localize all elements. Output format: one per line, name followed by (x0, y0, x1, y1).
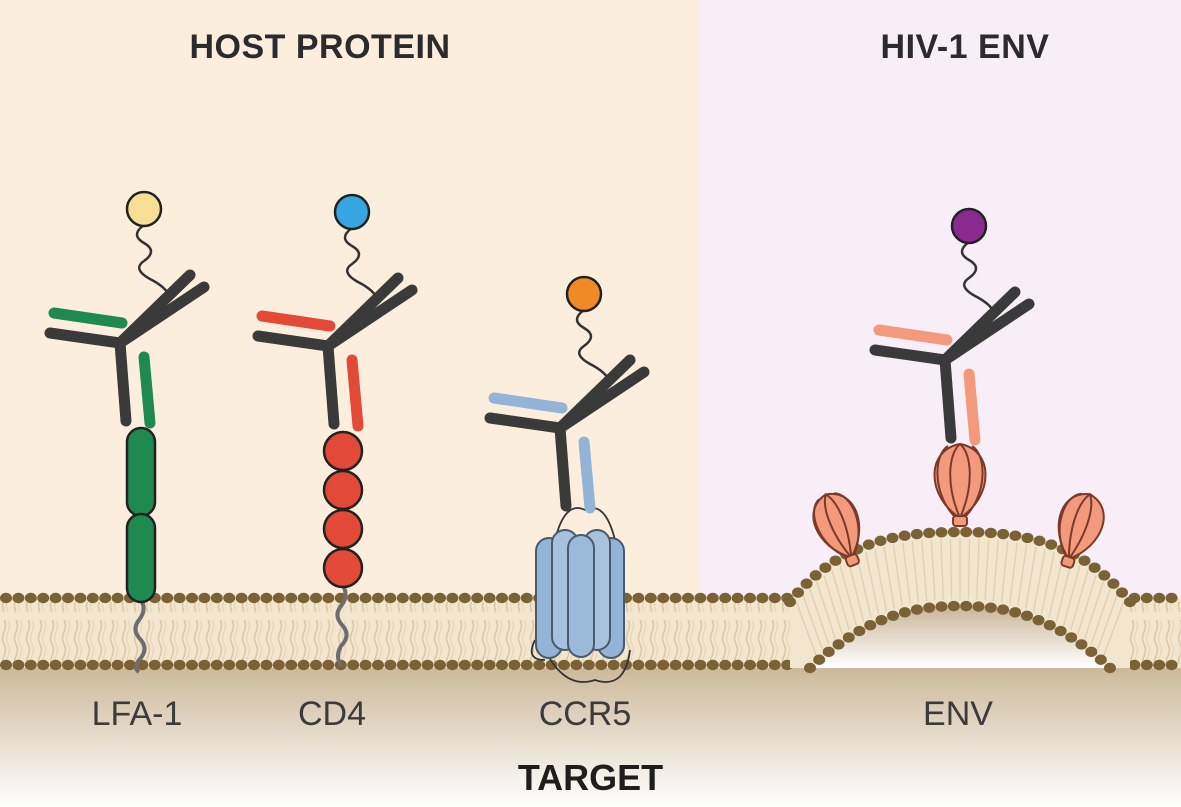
gpcr-icon (530, 507, 631, 683)
cd4-protein (322, 430, 364, 668)
fluorophore-icon (125, 190, 163, 228)
label-lfa1: LFA-1 (91, 695, 183, 733)
label-cd4: CD4 (297, 695, 367, 733)
linker (343, 226, 380, 301)
label-env: ENV (923, 695, 993, 733)
hiv-env-header: HIV-1 ENV (880, 28, 1050, 66)
host-protein-header: HOST PROTEIN (189, 28, 451, 66)
linker (575, 308, 612, 383)
env-trimer-icon (812, 442, 1105, 569)
ccr5-antibody (484, 275, 650, 514)
linker (960, 240, 997, 315)
lfa1-protein (125, 426, 157, 674)
target-label: TARGET (517, 757, 664, 798)
fluorophore-icon (333, 193, 371, 231)
env-antibody (869, 207, 1035, 446)
virion-membrane (784, 526, 1136, 674)
fluorophore-icon (950, 207, 988, 245)
lfa1-antibody (44, 190, 210, 429)
cd4-antibody (252, 193, 418, 432)
linker (135, 223, 172, 298)
fluorophore-icon (565, 275, 603, 313)
cytoplasm-region (0, 668, 1181, 807)
label-ccr5: CCR5 (538, 695, 632, 733)
